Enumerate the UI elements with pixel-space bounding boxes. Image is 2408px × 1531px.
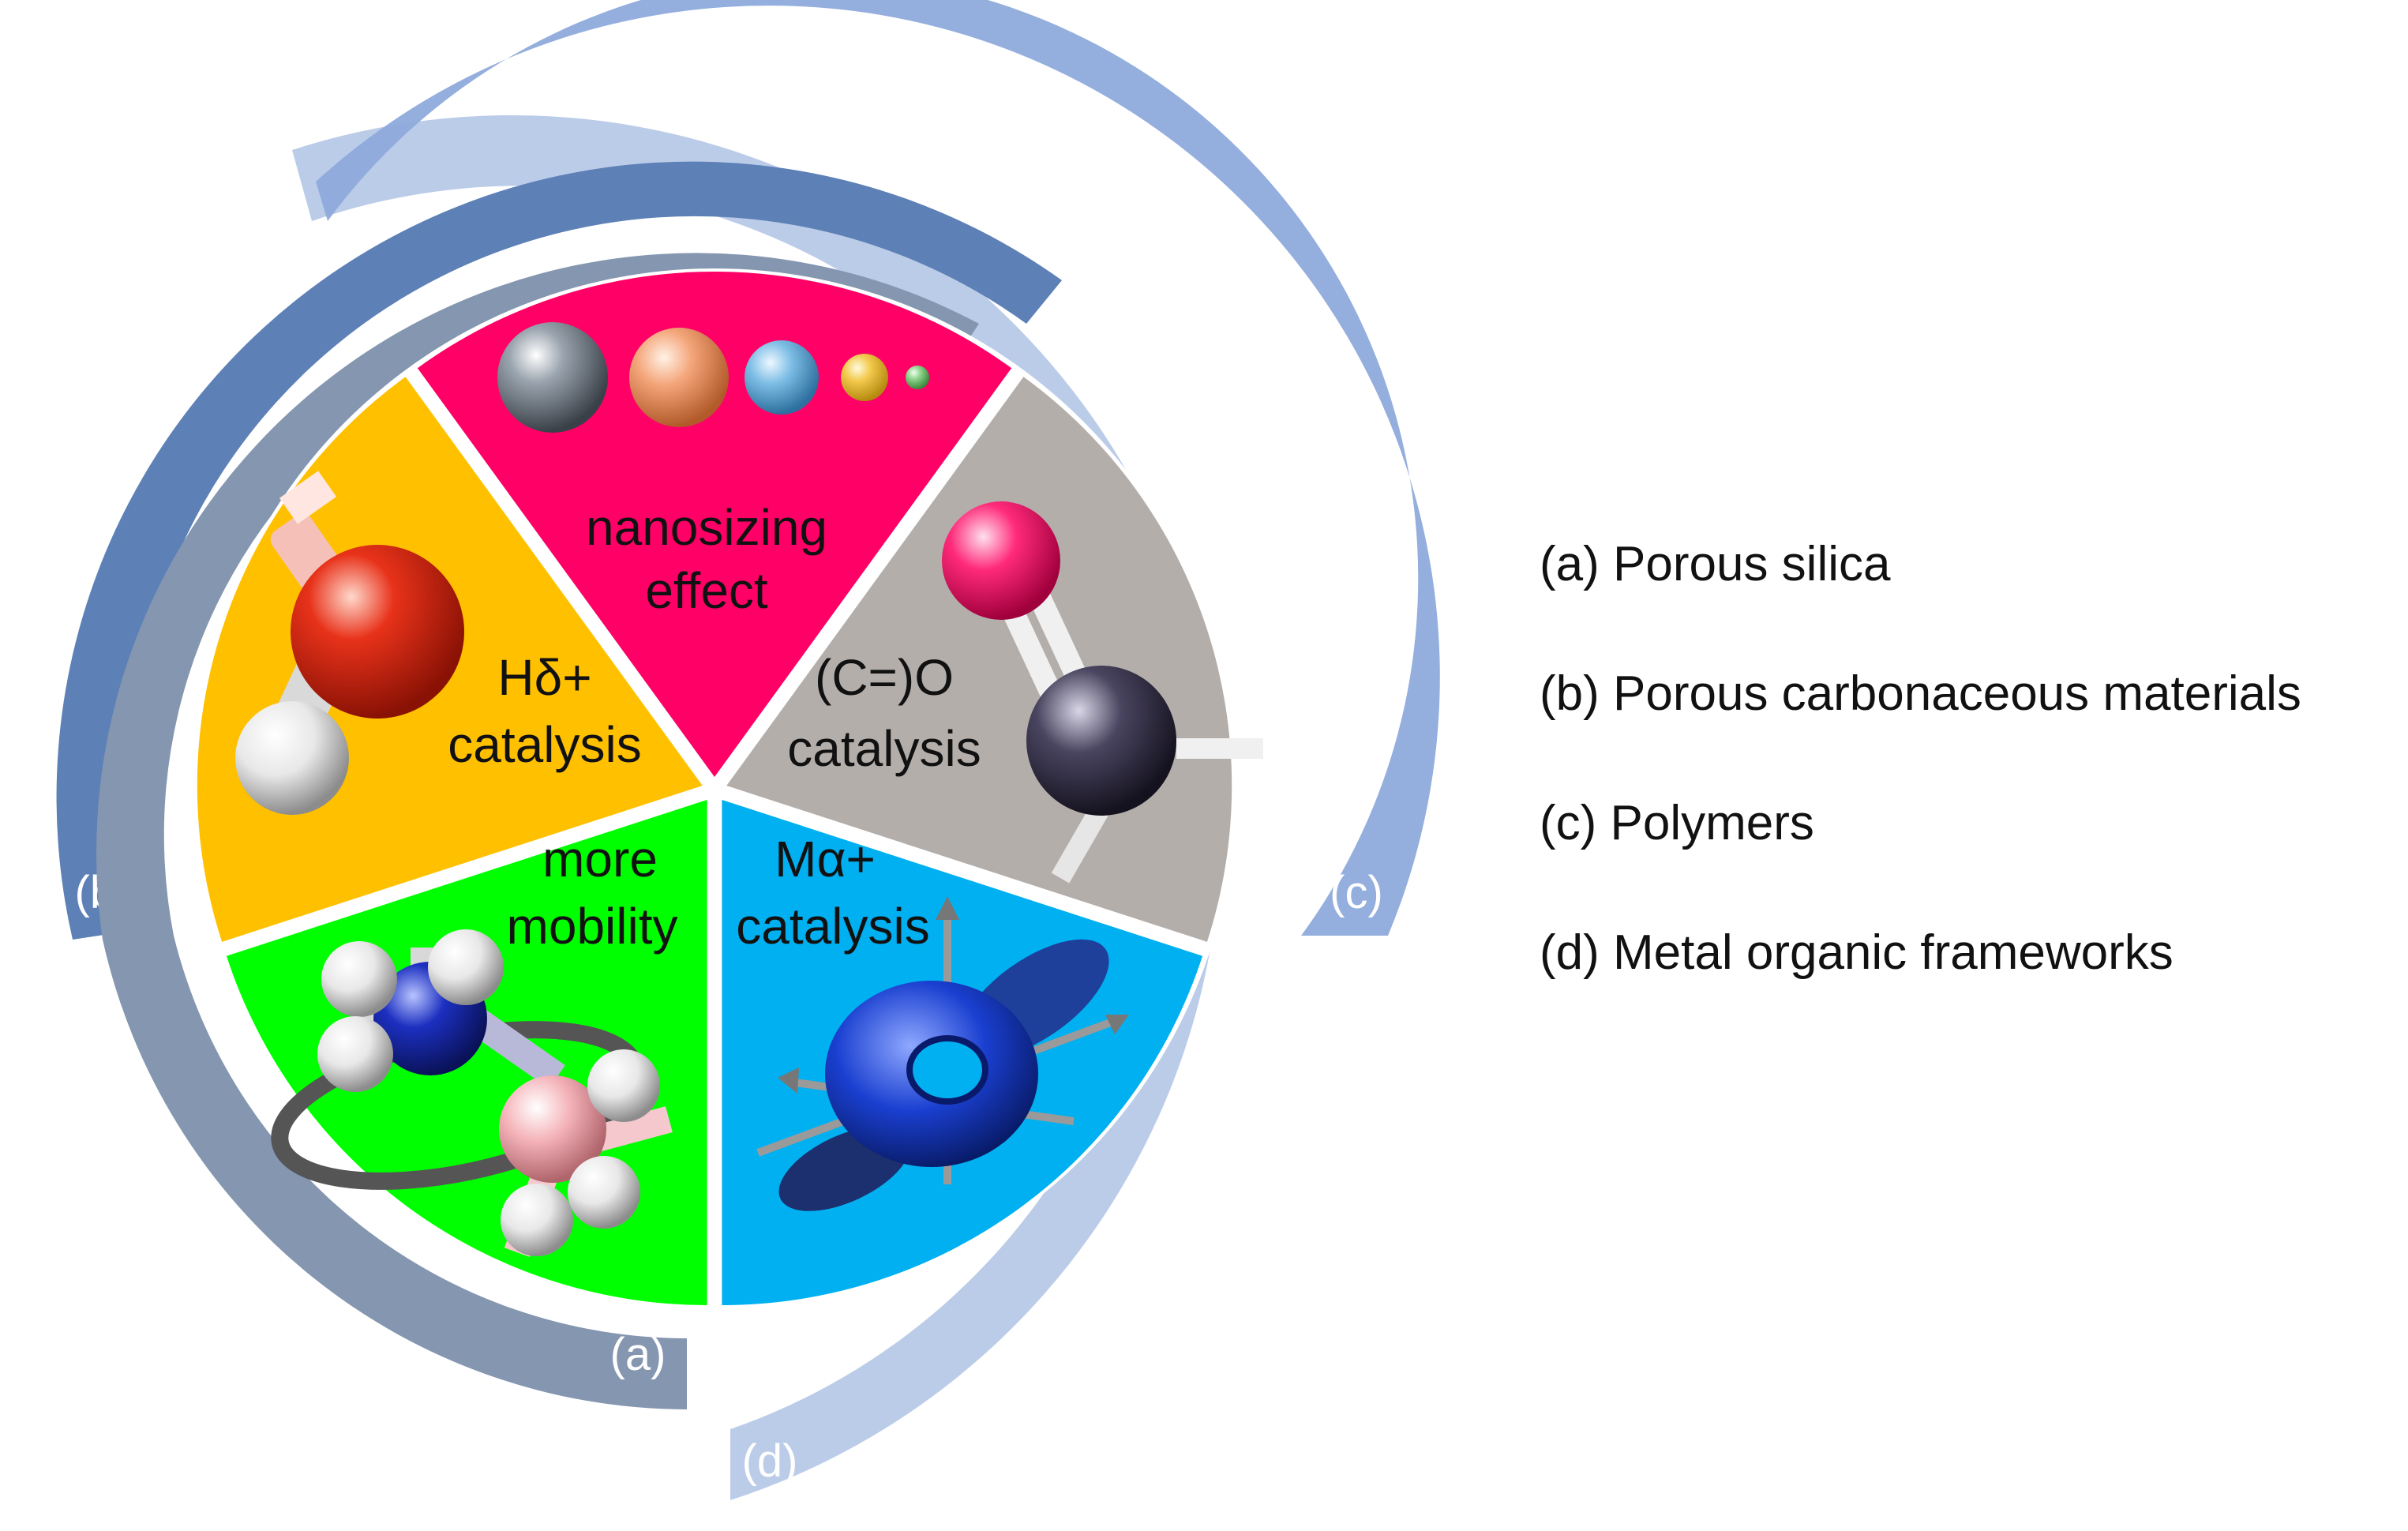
wedge-label-nanosizing: nanosizing effect [586, 499, 827, 619]
legend-item-c: (c) Polymers [1540, 796, 1814, 850]
legend-item-a: (a) Porous silica [1540, 537, 1891, 591]
carbonyl-molecule-illustration [942, 501, 1263, 884]
wedge-label-hydrogen-line2: catalysis [448, 716, 641, 773]
ring-a-tag: (a) [610, 1329, 666, 1380]
ring-a: (a) [96, 253, 980, 1409]
wedge-label-metal: Mα+ catalysis [736, 831, 929, 955]
ring-c: (c) [316, 0, 1440, 936]
wedge-label-mobility-line1: more [542, 831, 658, 887]
wedge-label-co-line1: (C=)O [815, 649, 954, 706]
wedge-label-metal-line1: Mα+ [775, 831, 876, 887]
wedge-label-mobility-line2: mobility [507, 898, 678, 955]
wedge-label-nanosizing-line1: nanosizing [586, 499, 827, 556]
ring-d-tag: (d) [742, 1435, 798, 1487]
metal-orbital-illustration [756, 896, 1129, 1211]
water-molecule-illustration [235, 471, 464, 815]
legend-item-d: (d) Metal organic frameworks [1540, 925, 2174, 980]
ring-d: (d) [292, 114, 1221, 1500]
wedge-label-metal-line2: catalysis [736, 898, 929, 955]
legend: (a) Porous silica (b) Porous carbonaceou… [1540, 529, 2301, 1047]
wedge-label-co: (C=)O catalysis [787, 649, 981, 777]
wedge-label-hydrogen-line1: Hδ+ [497, 649, 591, 706]
wedge-label-co-line2: catalysis [787, 720, 981, 777]
legend-item-b: (b) Porous carbonaceous materials [1540, 666, 2301, 721]
wedge-label-hydrogen: Hδ+ catalysis [448, 649, 641, 773]
ammonia-borane-illustration [271, 929, 673, 1257]
ring-b-arc [56, 161, 1063, 940]
wedge-label-mobility: more mobility [507, 831, 678, 955]
ring-c-tag: (c) [1330, 867, 1383, 918]
wedge-label-nanosizing-line2: effect [645, 562, 768, 619]
nanoparticle-spheres [497, 322, 929, 433]
